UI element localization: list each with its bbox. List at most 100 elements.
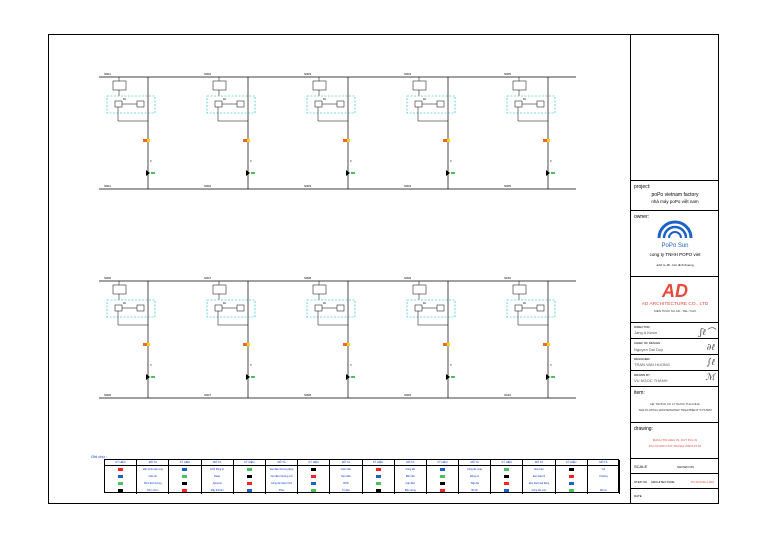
relay-dashed-box	[306, 95, 356, 114]
device-box	[312, 80, 327, 91]
fuse-indicator	[147, 343, 150, 346]
legend-swatch-icon	[118, 488, 124, 492]
designer-label: DESIGNER	[634, 357, 650, 361]
drawn-signature: ℳ	[705, 373, 715, 383]
legend-symbol	[169, 480, 202, 487]
circuit-drawing: S001S001RLXS002S002RLXS003S003RLXS004S00…	[99, 72, 576, 399]
firm-logo: AD	[662, 281, 688, 301]
tb-designer: DESIGNER TRAN VAN HUONG ∫ℓ	[631, 355, 719, 371]
tb-project: project: poPo vietnam factory nhà máy po…	[631, 181, 719, 211]
legend-swatch-icon	[439, 481, 445, 485]
relay-contact	[536, 100, 545, 108]
bus-label: S008	[304, 276, 311, 280]
relay-dashed-box	[406, 299, 456, 318]
relay-coil	[514, 100, 523, 108]
tb-chief: CHIEF OF DESIGN Nguyen Dai Duy ∂ℓ	[631, 339, 719, 355]
lamp-symbol	[346, 374, 350, 380]
legend-description: Tủ điện	[330, 487, 363, 494]
tb-owner: owner: PoPo Sun cong ty TNHH POPO viet a…	[631, 211, 719, 277]
relay-label: RL	[223, 302, 227, 305]
bus-label: S006	[104, 276, 111, 280]
device-box	[512, 284, 527, 295]
lamp-symbol	[146, 170, 150, 176]
bus-label: S003	[304, 72, 311, 76]
fuse-indicator	[147, 139, 150, 142]
firm-name: AD ARCHITECTURE CO., LTD	[641, 302, 709, 307]
legend-swatch-icon	[439, 467, 445, 471]
node-label: X	[350, 364, 352, 367]
bus-label: S001	[104, 184, 111, 188]
legend-swatch-icon	[375, 467, 381, 471]
tb-scale: SCALE SHOWN ON	[631, 459, 719, 474]
relay-dashed-box	[306, 299, 356, 318]
director-label: DIRECTOR	[634, 325, 650, 329]
legend-swatch-icon	[311, 488, 317, 492]
legend-symbol	[556, 480, 588, 487]
project-name-vn: nhà máy poPo việt nam	[651, 199, 699, 204]
legend-description: Van điện thường mở	[266, 473, 299, 480]
legend-description: Tiếp địa	[459, 480, 492, 487]
legend-description: Van điện thường đóng	[266, 466, 299, 473]
lamp-output	[251, 172, 255, 174]
legend-description: Đèn báo	[523, 466, 556, 473]
legend-swatch-icon	[311, 474, 317, 478]
legend-description: Máy thổi khí	[202, 487, 234, 494]
legend-symbol	[363, 487, 395, 494]
legend-symbol	[298, 487, 331, 494]
relay-contact	[236, 100, 245, 108]
relay-dashed-box	[406, 95, 456, 114]
scale-label: SCALE	[634, 464, 648, 469]
lamp-symbol	[146, 374, 150, 380]
legend-swatch-icon	[182, 467, 188, 471]
relay-coil	[214, 304, 223, 312]
bus-label: S006	[104, 393, 111, 397]
fuse-indicator	[543, 343, 547, 346]
lamp-output	[351, 376, 355, 378]
relay-coil	[414, 304, 423, 312]
chief-name: Nguyen Dai Duy	[634, 347, 664, 352]
device-box	[112, 284, 127, 295]
bus-label: S004	[404, 184, 411, 188]
relay-contact	[436, 304, 445, 312]
legend-header: MÔ TẢ	[459, 460, 492, 466]
node-label: X	[550, 160, 552, 163]
item-vn: HE THONG XU LY NUOC THAI NHA	[650, 402, 700, 406]
lamp-symbol	[246, 170, 250, 176]
relay-return-wire	[517, 107, 548, 122]
lamp-output	[151, 376, 155, 378]
lamp-output	[351, 172, 355, 174]
relay-dashed-box	[106, 299, 156, 318]
fuse-indicator	[243, 139, 247, 142]
legend-header: KÝ HIỆU	[105, 460, 138, 466]
relay-contact	[436, 100, 445, 108]
fuse-indicator	[447, 343, 450, 346]
device-box	[412, 284, 427, 295]
drawing-vn: MACH TIN HIEU IN, OUT PLC AI	[652, 438, 698, 442]
legend-swatch-icon	[439, 474, 445, 478]
relay-return-wire	[217, 311, 248, 326]
legend-swatch-icon	[504, 481, 510, 485]
legend-symbol	[234, 473, 266, 480]
legend-swatch-icon	[311, 467, 317, 471]
legend-description: Relay	[202, 473, 234, 480]
relay-dashed-box	[206, 95, 256, 114]
relay-coil	[214, 100, 223, 108]
legend-symbol	[169, 473, 202, 480]
legend-swatch-icon	[246, 481, 252, 485]
relay-return-wire	[417, 311, 448, 326]
firm-subtitle: KIEN TRUC SU AD - TEL / FAX	[653, 309, 697, 313]
legend-symbol	[556, 487, 588, 494]
bus-label: S009	[404, 276, 411, 280]
tb-sheet: STEP NO ARCHITECTURE PC-ROHM-1-002	[631, 474, 719, 489]
scale-value: SHOWN ON	[677, 465, 694, 469]
device-box	[512, 80, 527, 91]
node-label: X	[550, 364, 552, 367]
legend-symbol	[298, 480, 331, 487]
legend-symbol	[105, 466, 138, 473]
relay-coil	[314, 100, 323, 108]
legend-symbol	[427, 473, 460, 480]
relay-label: RL	[123, 302, 127, 305]
legend-description: Biến dòng	[395, 487, 427, 494]
legend-swatch-icon	[568, 488, 574, 492]
bus-label: S002	[204, 72, 211, 76]
